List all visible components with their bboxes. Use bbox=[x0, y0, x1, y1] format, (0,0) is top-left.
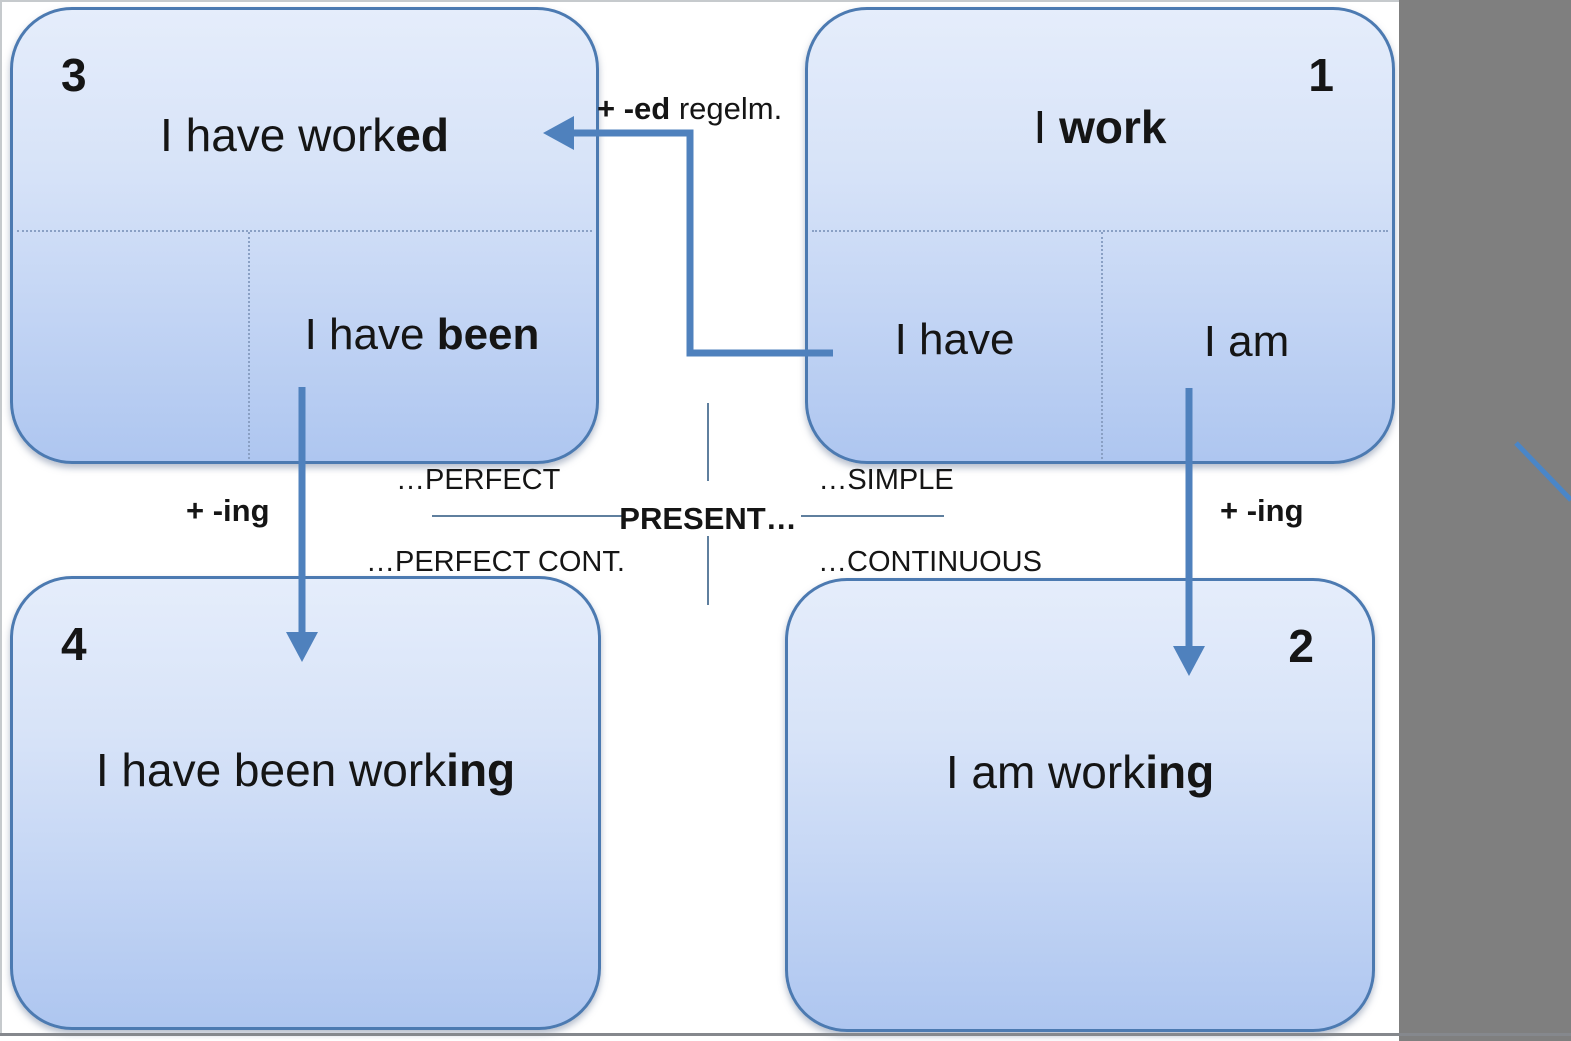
slide-area: 1 I work I have I am 3 I have worked I h… bbox=[0, 0, 1399, 1033]
ing-rule-label-right: + -ing bbox=[1220, 493, 1304, 528]
box-number-2: 2 bbox=[1288, 620, 1314, 672]
box1-horizontal-divider bbox=[812, 230, 1388, 232]
box3-title-bold: ed bbox=[395, 109, 449, 161]
box4-title-regular: I have been work bbox=[95, 744, 447, 796]
box1-title: I work bbox=[808, 104, 1392, 150]
box-present-perfect: 3 I have worked I have been bbox=[10, 7, 599, 464]
box-present-continuous: 2 I am working bbox=[785, 578, 1375, 1032]
box4-title-bold: ing bbox=[446, 744, 516, 796]
box2-title-regular: I am work bbox=[945, 746, 1146, 798]
box3-title-regular: I have work bbox=[160, 109, 396, 161]
slide-top-edge bbox=[0, 0, 1399, 2]
ing-rule-label-left: + -ing bbox=[186, 493, 270, 528]
offslide-gray-area bbox=[1399, 0, 1571, 1041]
box1-sub-left: I have bbox=[894, 315, 1015, 364]
box-number-3: 3 bbox=[61, 49, 87, 101]
box3-sub-bold: been bbox=[436, 310, 540, 359]
box1-title-bold: work bbox=[1059, 101, 1167, 153]
ed-rule-label-bold: + -ed bbox=[597, 91, 671, 126]
box2-title-bold: ing bbox=[1145, 746, 1215, 798]
box-number-1: 1 bbox=[1308, 49, 1334, 101]
box4-title: I have been working bbox=[13, 747, 598, 793]
box3-sub: I have been bbox=[248, 313, 596, 357]
label-present: PRESENT… bbox=[619, 501, 797, 536]
box-present-perfect-continuous: 4 I have been working bbox=[10, 576, 601, 1030]
label-continuous: …CONTINUOUS bbox=[818, 546, 1042, 578]
ed-rule-label-rest: regelm. bbox=[670, 91, 783, 126]
box3-vertical-divider bbox=[248, 232, 250, 459]
box-number-4: 4 bbox=[61, 618, 87, 670]
label-perfect: …PERFECT bbox=[396, 464, 561, 496]
box-present-simple: 1 I work I have I am bbox=[805, 7, 1395, 464]
box1-vertical-divider bbox=[1101, 232, 1103, 459]
box3-sub-regular: I have bbox=[304, 310, 437, 359]
label-perfect-continuous: …PERFECT CONT. bbox=[366, 546, 625, 578]
box1-sub-right: I am bbox=[1203, 317, 1290, 366]
box2-title: I am working bbox=[788, 749, 1372, 795]
box3-title: I have worked bbox=[13, 112, 596, 158]
slide-left-edge bbox=[0, 0, 2, 1033]
slide-bottom-edge bbox=[0, 1033, 1571, 1036]
label-simple: …SIMPLE bbox=[818, 464, 954, 496]
box3-horizontal-divider bbox=[17, 230, 592, 232]
ed-rule-label: + -ed regelm. bbox=[597, 93, 782, 124]
box1-title-regular: I bbox=[1033, 101, 1060, 153]
